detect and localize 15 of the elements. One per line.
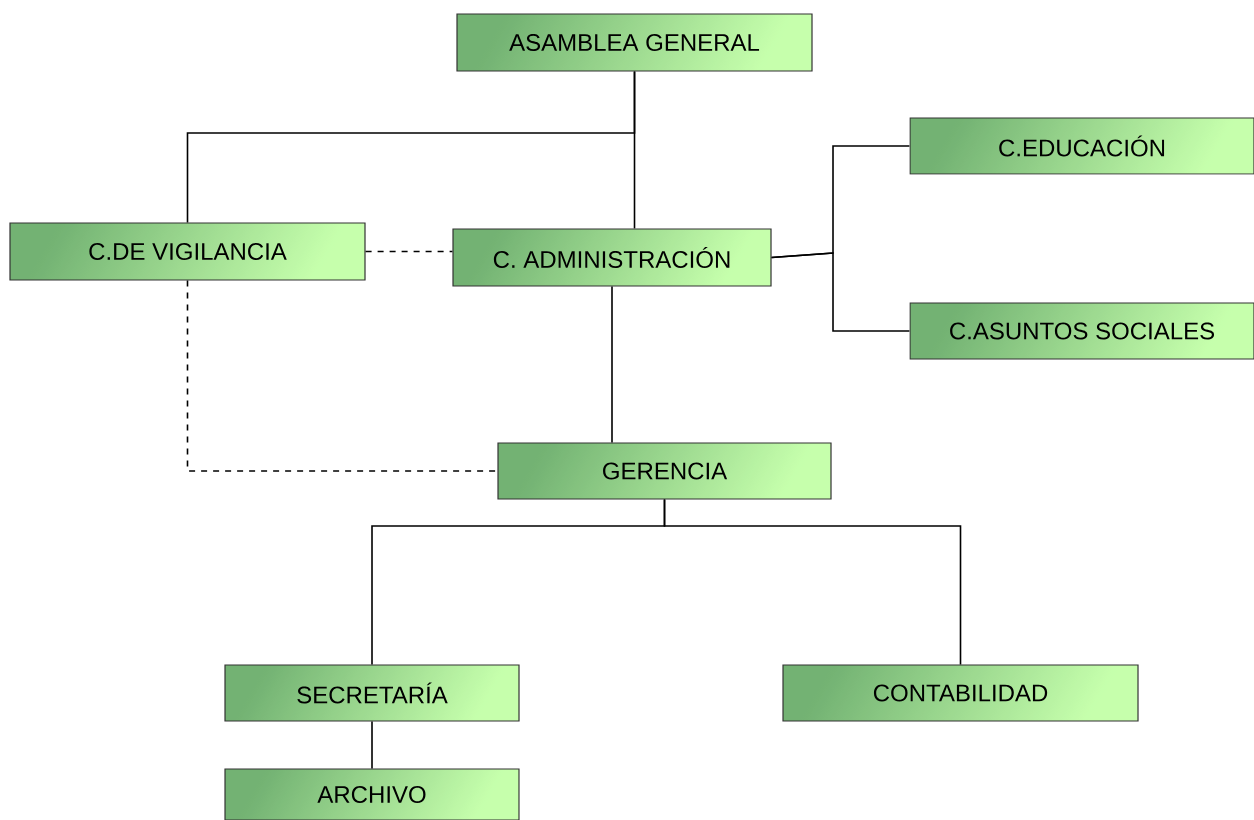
connector-line <box>633 70 636 230</box>
org-box: SECRETARÍA <box>224 664 520 722</box>
connector-line <box>663 498 962 666</box>
org-box: C.DE VIGILANCIA <box>9 222 366 281</box>
connector-line <box>770 252 911 332</box>
org-box: GERENCIA <box>497 442 832 500</box>
org-box: ARCHIVO <box>224 768 520 820</box>
connector-line <box>371 720 373 770</box>
connector-line <box>611 285 613 444</box>
org-box: ASAMBLEA GENERAL <box>456 13 813 72</box>
connector-line <box>364 250 454 253</box>
org-box: CONTABILIDAD <box>782 664 1139 722</box>
org-box: C.ASUNTOS SOCIALES <box>909 302 1254 360</box>
org-box: C.EDUCACIÓN <box>909 117 1254 175</box>
org-box: C. ADMINISTRACIÓN <box>452 228 772 287</box>
